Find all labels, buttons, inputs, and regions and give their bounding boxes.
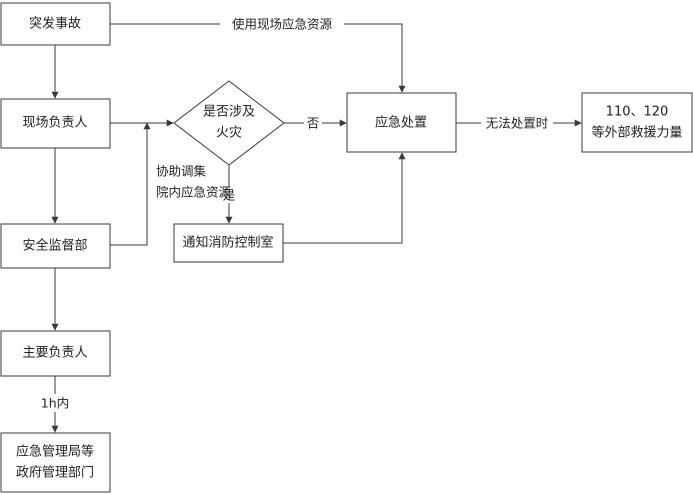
node-onsite-lead: 现场负责人	[0, 98, 111, 149]
node-safety-dept-label: 安全监督部	[22, 238, 87, 254]
node-fire-question-line1: 是否涉及	[203, 105, 255, 120]
node-main-lead: 主要负责人	[0, 330, 111, 377]
node-emergency-handling: 应急处置	[346, 92, 457, 153]
node-fire-question-line2: 火灾	[216, 125, 242, 141]
node-gov-dept: 应急管理局等 政府管理部门	[0, 432, 111, 493]
label-assist-line1: 协助调集	[156, 164, 207, 179]
node-emergency-label: 突发事故	[29, 16, 81, 32]
label-yes: 是	[223, 188, 236, 203]
node-main-lead-label: 主要负责人	[22, 346, 87, 361]
node-notify-fire-control-label: 通知消防控制室	[182, 235, 273, 251]
node-emergency: 突发事故	[0, 2, 111, 46]
node-gov-dept-line2: 政府管理部门	[16, 466, 94, 481]
label-use-onsite-resources: 使用现场应急资源	[232, 17, 333, 32]
node-notify-fire-control: 通知消防控制室	[173, 223, 284, 263]
label-cannot-handle: 无法处置时	[486, 116, 549, 131]
label-no: 否	[307, 116, 320, 131]
node-onsite-lead-label: 现场负责人	[22, 116, 87, 131]
node-external-rescue-line2: 等外部救援力量	[591, 125, 682, 141]
node-safety-dept: 安全监督部	[0, 223, 111, 269]
node-external-rescue: 110、120 等外部救援力量	[581, 92, 693, 153]
node-fire-question: 是否涉及 火灾	[173, 80, 285, 166]
node-gov-dept-line1: 应急管理局等	[16, 444, 94, 460]
edge-safety-to-onsite-assist	[110, 122, 151, 246]
label-within-1h: 1h内	[41, 396, 69, 411]
node-emergency-handling-label: 应急处置	[375, 115, 427, 131]
node-external-rescue-line1: 110、120	[606, 105, 669, 120]
edge-emergency-to-handling	[110, 23, 406, 93]
label-assist-line2: 院内应急资源	[156, 185, 232, 200]
edge-notify-to-handling	[283, 152, 406, 244]
